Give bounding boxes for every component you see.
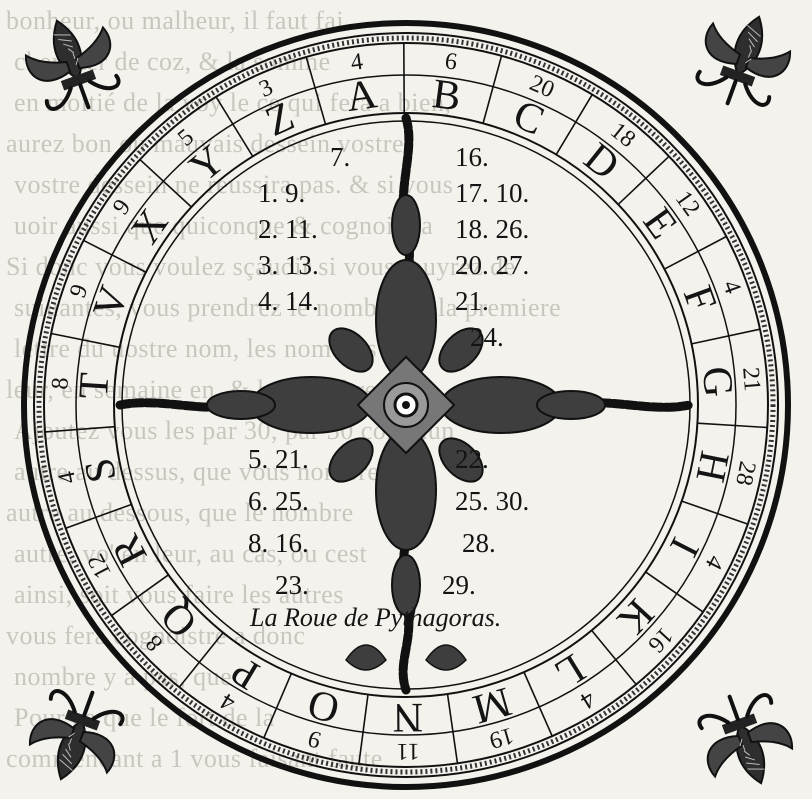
ring-letter: B: [430, 71, 464, 120]
ring-letter: C: [507, 91, 551, 144]
quadrant-number: 4. 14.: [258, 286, 319, 316]
ring-divider: [483, 56, 501, 124]
ring-divider: [216, 97, 253, 157]
ring-divider: [556, 95, 592, 155]
ring-divider: [84, 240, 146, 272]
ring-letter: I: [660, 530, 707, 563]
ring-letter: P: [224, 647, 268, 698]
fleur-de-lis-ornament-top-right: [688, 6, 798, 116]
ring-divider: [592, 630, 637, 684]
ring-letter: G: [693, 365, 741, 399]
ring-divider: [112, 575, 169, 616]
quadrant-number: 18. 26.: [455, 214, 529, 244]
ring-letter: M: [468, 678, 517, 733]
ring-letter: A: [343, 71, 380, 121]
ring-number: 8: [47, 377, 74, 391]
fleur-de-lis-ornament-bottom-right: [690, 684, 800, 794]
quadrant-number: 16.: [455, 142, 489, 172]
ring-divider: [448, 694, 458, 763]
quadrant-number: 21.: [455, 286, 489, 316]
quadrant-number: 7.: [330, 142, 350, 172]
quadrant-number: 22.: [455, 444, 489, 474]
ring-letter: H: [686, 447, 737, 486]
ring-letter: O: [303, 680, 344, 732]
ring-divider: [179, 633, 223, 688]
ring-divider: [664, 237, 726, 270]
caption: La Roue de Pythagoras.: [249, 603, 501, 632]
fleur-de-lis-ornament-bottom-left: [22, 680, 132, 790]
fleur-de-lis-ornament-top-left: [18, 10, 128, 120]
ring-number: 11: [396, 738, 419, 764]
quadrant-number: 20. 27.: [455, 250, 529, 280]
ring-letter: Z: [259, 93, 301, 145]
quadrant-number: 24.: [470, 322, 504, 352]
quadrant-number: 5. 21.: [248, 444, 309, 474]
quadrant-number: 3. 13.: [258, 250, 319, 280]
ring-divider: [697, 423, 767, 427]
quadrant-number: 29.: [442, 570, 476, 600]
ring-divider: [306, 57, 325, 124]
ring-letter: T: [71, 371, 119, 399]
quadrant-number: 6. 25.: [248, 486, 309, 516]
ring-divider: [45, 427, 115, 432]
quadrant-number: 8. 16.: [248, 528, 309, 558]
quadrant-number: 17. 10.: [455, 178, 529, 208]
ring-divider: [359, 695, 368, 764]
ring-divider: [646, 572, 703, 612]
quadrant-number: 23.: [275, 570, 309, 600]
quadrant-number: 2. 11.: [258, 214, 318, 244]
ring-letter: S: [76, 454, 126, 486]
ring-letter: V: [85, 280, 138, 324]
quadrant-number: 28.: [462, 528, 496, 558]
ring-divider: [264, 674, 291, 738]
ring-letter: N: [393, 694, 424, 740]
ring-divider: [524, 672, 552, 736]
ring-divider: [692, 329, 760, 344]
ring-divider: [51, 334, 120, 348]
ring-letter: F: [674, 280, 725, 318]
quadrant-number: 25. 30.: [455, 486, 529, 516]
quadrant-number: 1. 9.: [258, 178, 305, 208]
